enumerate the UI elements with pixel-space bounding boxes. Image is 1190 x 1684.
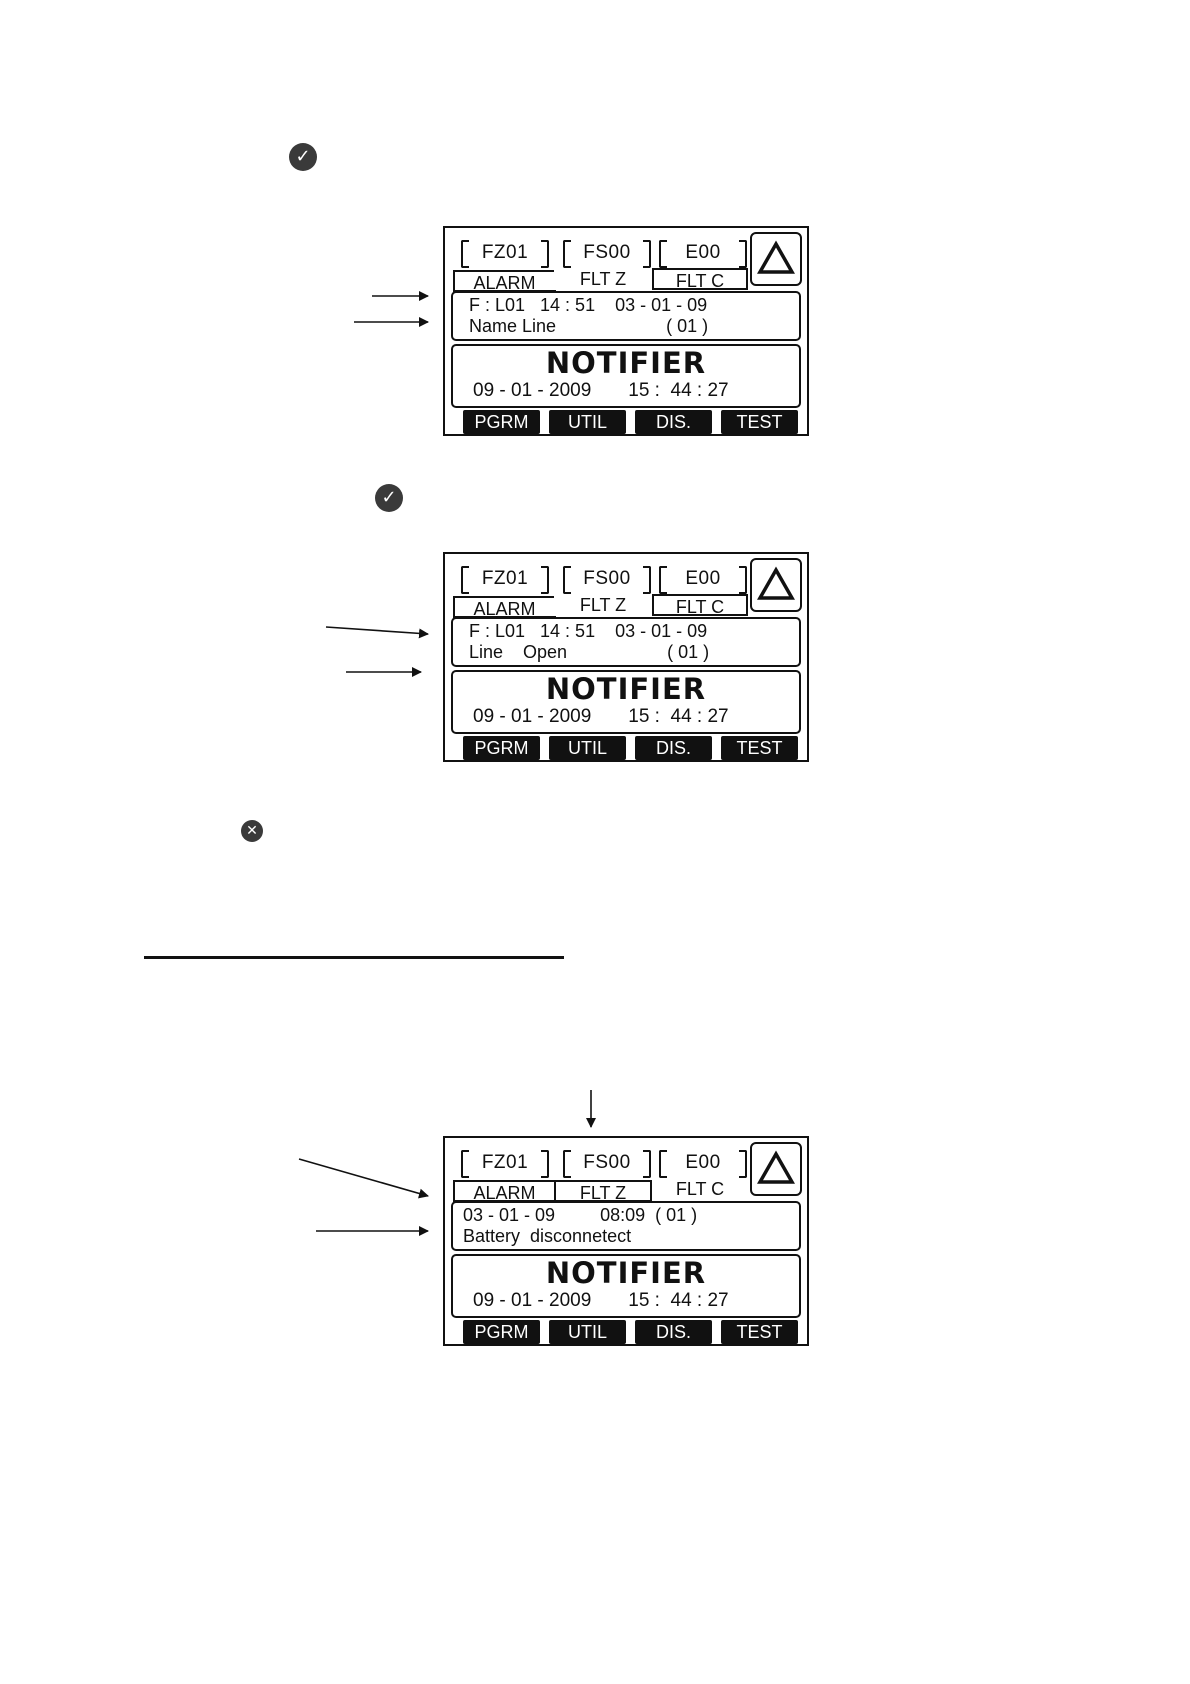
arrow [298, 1158, 429, 1199]
date-time: 09 - 01 - 2009 15 : 44 : 27 [473, 1290, 729, 1311]
event-info: 03 - 01 - 09 08:09 ( 01 ) Battery discon… [451, 1201, 801, 1251]
test-button[interactable]: TEST [721, 410, 798, 434]
status-box: NOTIFIER 09 - 01 - 2009 15 : 44 : 27 [451, 670, 801, 734]
pgrm-button[interactable]: PGRM [463, 410, 540, 434]
fire-zone-counter: FZ01 [461, 240, 549, 268]
event-line-2: Name Line ( 01 ) [469, 316, 709, 336]
pgrm-button[interactable]: PGRM [463, 736, 540, 760]
fire-sensor-counter: FS00 [563, 240, 651, 268]
tab-alarm[interactable]: ALARM [453, 596, 556, 619]
event-line-1: F : L01 14 : 51 03 - 01 - 09 [469, 621, 708, 641]
date-time: 09 - 01 - 2009 15 : 44 : 27 [473, 380, 729, 401]
util-button[interactable]: UTIL [549, 410, 626, 434]
alarm-triangle-button[interactable] [750, 1142, 802, 1196]
tab-alarm[interactable]: ALARM [453, 1180, 556, 1203]
test-button[interactable]: TEST [721, 1320, 798, 1344]
event-info: F : L01 14 : 51 03 - 01 - 09 Name Line (… [451, 291, 801, 341]
brand-name: NOTIFIER [545, 1256, 707, 1290]
dis-button[interactable]: DIS. [635, 410, 712, 434]
util-button[interactable]: UTIL [549, 736, 626, 760]
warning-triangle-icon [757, 1150, 795, 1184]
tab-flt-z[interactable]: FLT Z [554, 594, 652, 616]
warning-triangle-icon [757, 240, 795, 274]
date-time: 09 - 01 - 2009 15 : 44 : 27 [473, 706, 729, 727]
pgrm-button[interactable]: PGRM [463, 1320, 540, 1344]
test-button[interactable]: TEST [721, 736, 798, 760]
event-info: F : L01 14 : 51 03 - 01 - 09 Line Open (… [451, 617, 801, 667]
status-box: NOTIFIER 09 - 01 - 2009 15 : 44 : 27 [451, 1254, 801, 1318]
event-counter: E00 [659, 566, 747, 594]
alarm-triangle-button[interactable] [750, 558, 802, 612]
arrow [325, 626, 429, 639]
panel-display-2: FZ01 FS00 E00 ALARM FLT Z FLT C F : L01 … [443, 552, 809, 762]
alarm-triangle-button[interactable] [750, 232, 802, 286]
cross-icon: ✕ [241, 820, 263, 842]
tab-flt-c[interactable]: FLT C [652, 594, 748, 617]
status-box: NOTIFIER 09 - 01 - 2009 15 : 44 : 27 [451, 344, 801, 408]
fire-zone-counter: FZ01 [461, 566, 549, 594]
tab-flt-c[interactable]: FLT C [652, 1178, 748, 1200]
dis-button[interactable]: DIS. [635, 1320, 712, 1344]
dis-button[interactable]: DIS. [635, 736, 712, 760]
panel-display-1: FZ01 FS00 E00 ALARM FLT Z FLT C F : L01 … [443, 226, 809, 436]
check-icon: ✓ [375, 484, 403, 512]
tab-flt-z[interactable]: FLT Z [554, 1180, 652, 1203]
tab-flt-c[interactable]: FLT C [652, 268, 748, 291]
event-counter: E00 [659, 240, 747, 268]
event-line-1: F : L01 14 : 51 03 - 01 - 09 [469, 295, 708, 315]
event-counter: E00 [659, 1150, 747, 1178]
fire-sensor-counter: FS00 [563, 566, 651, 594]
tab-flt-z[interactable]: FLT Z [554, 268, 652, 290]
fire-zone-counter: FZ01 [461, 1150, 549, 1178]
event-line-2: Battery disconnetect [463, 1226, 632, 1246]
panel-display-3: FZ01 FS00 E00 ALARM FLT Z FLT C 03 - 01 … [443, 1136, 809, 1346]
brand-name: NOTIFIER [545, 672, 707, 706]
warning-triangle-icon [757, 566, 795, 600]
event-line-2: Line Open ( 01 ) [469, 642, 710, 662]
check-icon: ✓ [289, 143, 317, 171]
section-divider [144, 956, 564, 959]
brand-name: NOTIFIER [545, 346, 707, 380]
fire-sensor-counter: FS00 [563, 1150, 651, 1178]
event-line-1: 03 - 01 - 09 08:09 ( 01 ) [463, 1205, 698, 1225]
util-button[interactable]: UTIL [549, 1320, 626, 1344]
tab-alarm[interactable]: ALARM [453, 270, 556, 293]
